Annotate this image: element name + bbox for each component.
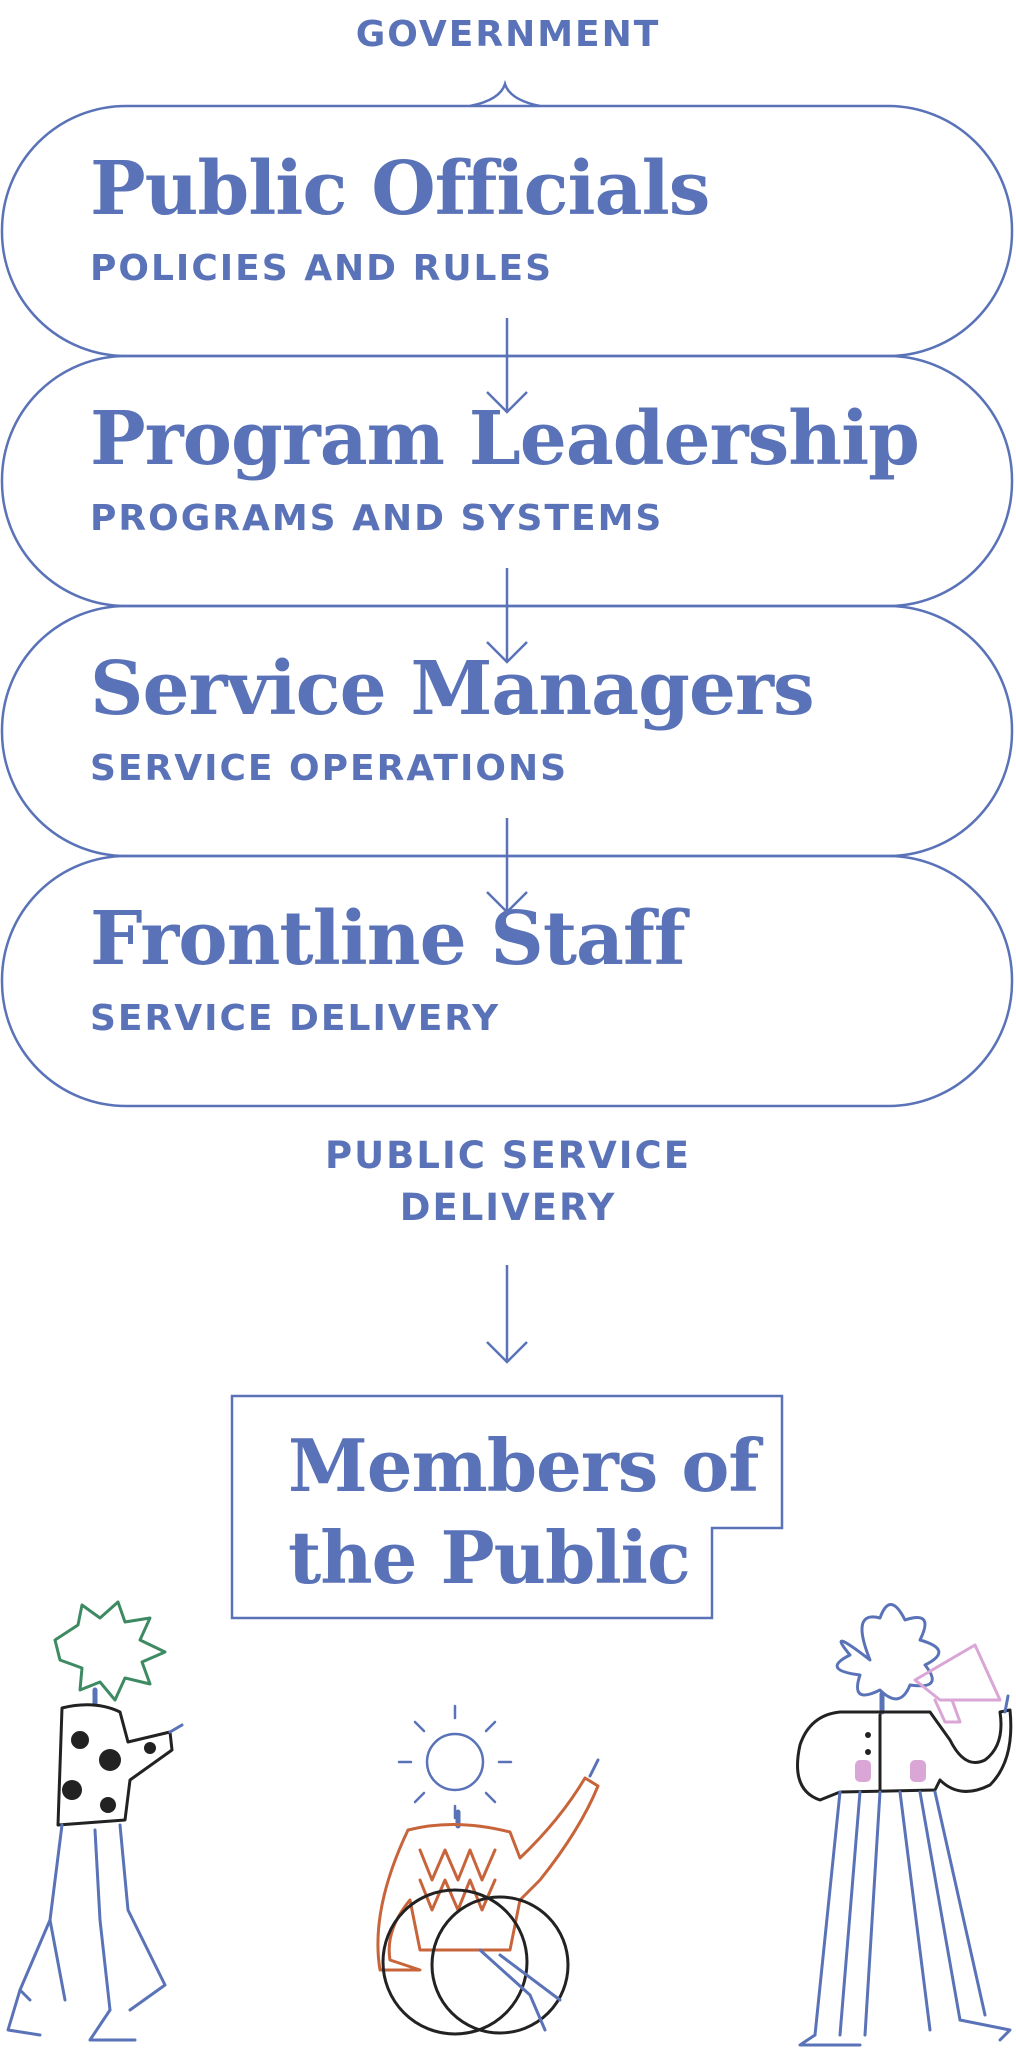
- megaphone-icon: [913, 1643, 1002, 1724]
- level-subtitle: SERVICE OPERATIONS: [90, 748, 569, 789]
- delivery-label-line2: DELIVERY: [399, 1186, 617, 1229]
- person-right-illustration: [796, 1603, 1013, 2047]
- level-subtitle: PROGRAMS AND SYSTEMS: [90, 498, 664, 539]
- level-title: Frontline Staff: [90, 896, 686, 982]
- members-of-public-box: [230, 1394, 784, 1620]
- government-brace: [469, 79, 541, 108]
- public-service-delivery-label: PUBLIC SERVICE DELIVERY: [0, 1130, 1016, 1234]
- level-program-leadership: Program Leadership PROGRAMS AND SYSTEMS: [90, 356, 970, 606]
- level-title: Public Officials: [90, 146, 710, 232]
- level-frontline-staff: Frontline Staff SERVICE DELIVERY: [90, 856, 970, 1106]
- members-of-public-title: Members of the Public: [288, 1420, 759, 1604]
- arrow-down-icon: [486, 318, 528, 414]
- arrow-down-icon: [486, 818, 528, 914]
- arrow-down-icon: [486, 1265, 528, 1364]
- level-title: Service Managers: [90, 646, 815, 732]
- level-subtitle: POLICIES AND RULES: [90, 248, 554, 289]
- level-subtitle: SERVICE DELIVERY: [90, 998, 501, 1039]
- sun-icon: [397, 1704, 513, 1820]
- person-left-illustration: [6, 1600, 184, 2042]
- flower-icon: [835, 1603, 941, 1701]
- members-line1: Members of: [288, 1423, 759, 1508]
- delivery-label-line1: PUBLIC SERVICE: [325, 1134, 691, 1177]
- arrow-down-icon: [486, 568, 528, 664]
- level-service-managers: Service Managers SERVICE OPERATIONS: [90, 606, 970, 856]
- members-line2: the Public: [288, 1515, 691, 1600]
- burst-icon: [53, 1600, 167, 1702]
- government-label: GOVERNMENT: [355, 14, 661, 55]
- person-center-illustration: [376, 1704, 600, 2036]
- level-public-officials: Public Officials POLICIES AND RULES: [90, 106, 970, 356]
- level-title: Program Leadership: [90, 396, 920, 482]
